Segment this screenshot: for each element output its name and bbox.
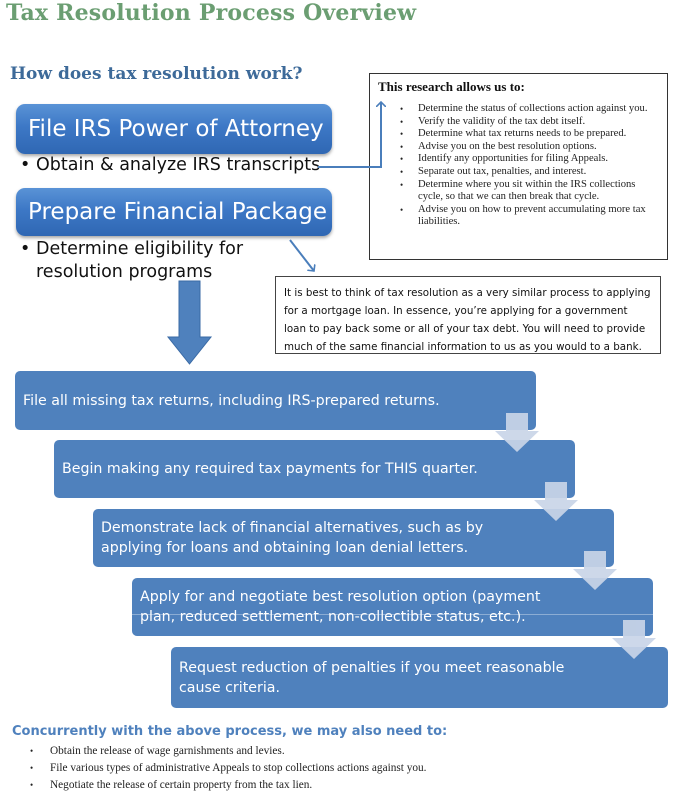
bullet-icon: • [400,179,404,190]
step-text: plan, reduced settlement, non-collectibl… [140,609,526,625]
bullet-icon: • [400,129,404,140]
step-tax-payments: Begin making any required tax payments f… [54,440,575,498]
list-item: •Obtain the release of wage garnishments… [30,743,427,760]
divider [132,614,653,615]
bullet-icon: • [20,239,31,259]
bullet-icon: • [20,155,31,175]
step-text: applying for loans and obtaining loan de… [101,540,469,556]
bullet-icon: • [400,154,404,165]
step-penalty-reduction: Request reduction of penalties if you me… [171,647,668,708]
bullet-icon: • [400,166,404,177]
step-text: Apply for and negotiate best resolution … [140,589,541,605]
concurrent-heading: Concurrently with the above process, we … [12,724,448,739]
bullet-icon: • [400,104,404,114]
sub-bullet-text: Obtain & analyze IRS transcripts [36,155,321,175]
mortgage-analogy-box: It is best to think of tax resolution as… [275,276,661,354]
phase-label: Prepare Financial Package [28,199,328,225]
bullet-icon: • [400,204,404,215]
phase-sub-bullet: •Determine eligibility for resolution pr… [20,238,243,284]
research-box: This research allows us to: •Determine t… [369,73,668,260]
concurrent-list: •Obtain the release of wage garnishments… [30,743,427,794]
bullet-icon: • [30,746,34,756]
step-text: Request reduction of penalties if you me… [179,659,565,676]
big-down-arrow-icon [166,280,213,365]
bullet-icon: • [400,116,404,127]
list-item: •Verify the validity of the tax debt its… [378,116,661,129]
list-item: •Determine the status of collections act… [378,103,661,116]
list-item: •Separate out tax, penalties, and intere… [378,166,661,179]
step-text: Demonstrate lack of financial alternativ… [101,520,484,536]
section-heading: How does tax resolution work? [10,64,303,84]
step-text: File all missing tax returns, including … [23,392,440,409]
phase-label: File IRS Power of Attorney [28,116,324,142]
list-item: •Negotiate the release of certain proper… [30,777,427,794]
step-resolution-option: Apply for and negotiate best resolution … [132,578,653,636]
list-item: •Advise you on how to prevent accumulati… [378,204,661,229]
connector-arrow-to-analogy [289,239,314,271]
research-list: •Determine the status of collections act… [378,103,661,229]
list-item: •Determine where you sit within the IRS … [378,179,661,204]
bullet-icon: • [30,763,34,773]
list-item: •File various types of administrative Ap… [30,760,427,777]
list-item: •Advise you on the best resolution optio… [378,141,661,154]
list-item: •Determine what tax returns needs to be … [378,128,661,141]
phase-power-of-attorney: File IRS Power of Attorney [16,104,332,154]
phase-sub-bullet: •Obtain & analyze IRS transcripts [20,154,320,177]
page-title: Tax Resolution Process Overview [6,0,417,26]
bullet-icon: • [30,780,34,790]
step-text: cause criteria. [179,679,280,696]
sub-bullet-text: resolution programs [36,262,213,282]
research-box-title: This research allows us to: [378,79,525,94]
list-item: •Identify any opportunities for filing A… [378,153,661,166]
sub-bullet-text: Determine eligibility for [36,239,244,259]
step-financial-alternatives: Demonstrate lack of financial alternativ… [93,509,614,567]
step-file-returns: File all missing tax returns, including … [15,371,536,430]
step-text: Begin making any required tax payments f… [62,461,478,477]
phase-financial-package: Prepare Financial Package [16,188,332,236]
bullet-icon: • [400,141,404,152]
